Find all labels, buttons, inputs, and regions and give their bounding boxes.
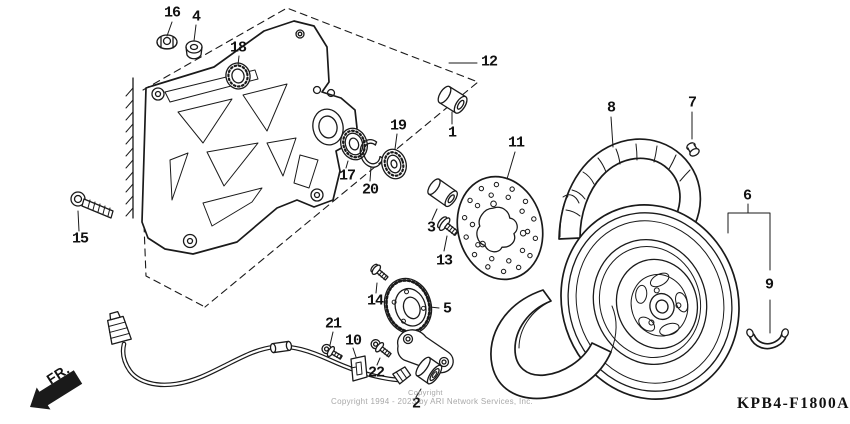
- bolt-22-drawing: [369, 337, 394, 360]
- cable-fitting-drawing: [270, 341, 292, 353]
- callout-18: 18: [229, 39, 247, 57]
- callout-11: 11: [507, 134, 525, 152]
- bushing-1-drawing: [436, 84, 470, 115]
- callout-2: 2: [411, 395, 421, 413]
- callout-19: 19: [389, 117, 407, 135]
- weight-9-drawing: [746, 328, 790, 346]
- cable-connector-drawing: [104, 310, 131, 344]
- nut-16-drawing: [157, 35, 177, 49]
- callout-1: 1: [447, 124, 457, 142]
- assembly-dashed-box: [143, 8, 478, 307]
- callout-6: 6: [742, 187, 752, 205]
- callout-8: 8: [606, 99, 616, 117]
- swingarm-bracket-drawing: [142, 21, 357, 254]
- collar-4-drawing: [186, 41, 202, 59]
- valve-7-drawing: [685, 141, 700, 157]
- bolt-13-drawing: [435, 215, 461, 240]
- callout-22: 22: [367, 364, 385, 382]
- callout-13: 13: [435, 252, 453, 270]
- callout-12: 12: [480, 53, 498, 71]
- watermark-fragment: Copyright: [408, 388, 443, 397]
- speed-sensor-2-drawing: [393, 330, 453, 386]
- callout-20: 20: [361, 181, 379, 199]
- callout-16: 16: [163, 4, 181, 22]
- inner-fender-drawing: [491, 290, 616, 398]
- section-wall: [126, 78, 133, 218]
- front-arrow-icon: [30, 370, 83, 410]
- screw-14-drawing: [369, 262, 390, 282]
- callout-3: 3: [426, 219, 436, 237]
- callout-5: 5: [442, 300, 452, 318]
- callout-14: 14: [366, 292, 384, 310]
- callout-7: 7: [687, 94, 697, 112]
- collar-3-drawing: [426, 177, 460, 208]
- diagram-code: KPB4-F1800A: [737, 395, 850, 412]
- callout-17: 17: [338, 167, 356, 185]
- bolt-21-drawing: [320, 342, 344, 362]
- bolt-15-drawing: [71, 192, 113, 218]
- callout-4: 4: [191, 8, 201, 26]
- callout-leader-lines: [78, 22, 770, 397]
- watermark-text: Copyright 1994 - 2023 by ARI Network Ser…: [331, 397, 534, 406]
- brake-disc-11-drawing: [446, 167, 554, 289]
- clip-10-drawing: [351, 356, 367, 381]
- callout-9: 9: [764, 276, 774, 294]
- callout-15: 15: [71, 230, 89, 248]
- callout-21: 21: [324, 315, 342, 333]
- dust-seal-18-drawing: [223, 60, 253, 91]
- callout-10: 10: [344, 332, 362, 350]
- speed-sensor-cable-drawing: [104, 310, 398, 385]
- seal-19-drawing: [378, 146, 410, 182]
- pulser-ring-5-drawing: [377, 272, 438, 339]
